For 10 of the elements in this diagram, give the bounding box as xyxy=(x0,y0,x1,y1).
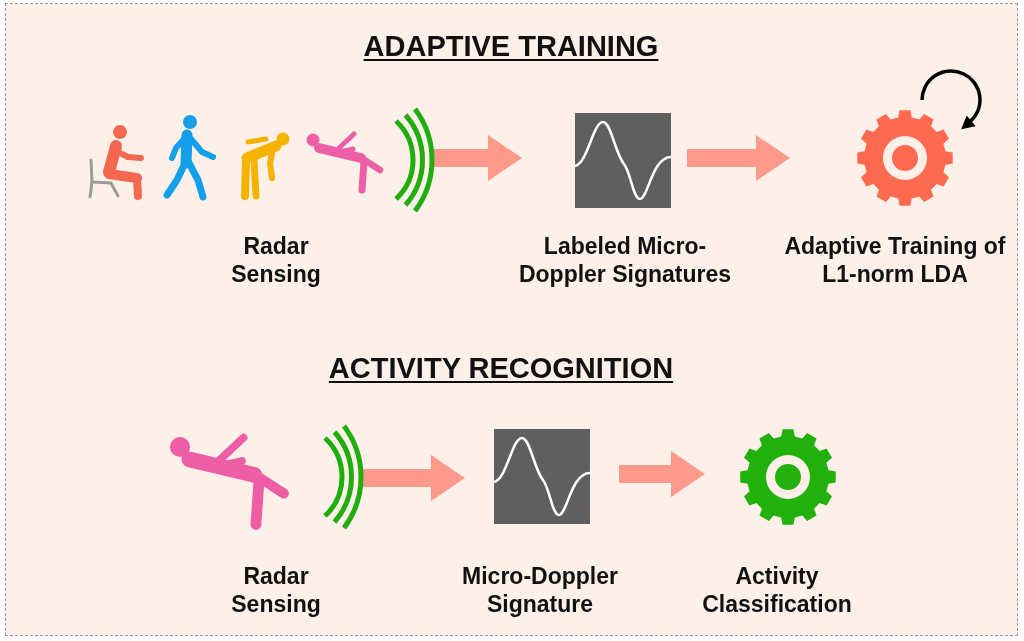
node-caption: Micro-Doppler Signature xyxy=(461,562,619,618)
node-caption: Radar Sensing xyxy=(230,562,322,618)
section-heading: ADAPTIVE TRAINING xyxy=(363,30,659,63)
arrow xyxy=(687,135,790,181)
arrow xyxy=(619,451,705,497)
section-heading: ACTIVITY RECOGNITION xyxy=(328,352,674,385)
node-caption: Adaptive Training of L1-norm LDA xyxy=(783,232,1007,288)
node-caption: Activity Classification xyxy=(701,562,853,618)
node-caption: Radar Sensing xyxy=(230,232,322,288)
node-caption: Labeled Micro-Doppler Signatures xyxy=(517,232,733,288)
